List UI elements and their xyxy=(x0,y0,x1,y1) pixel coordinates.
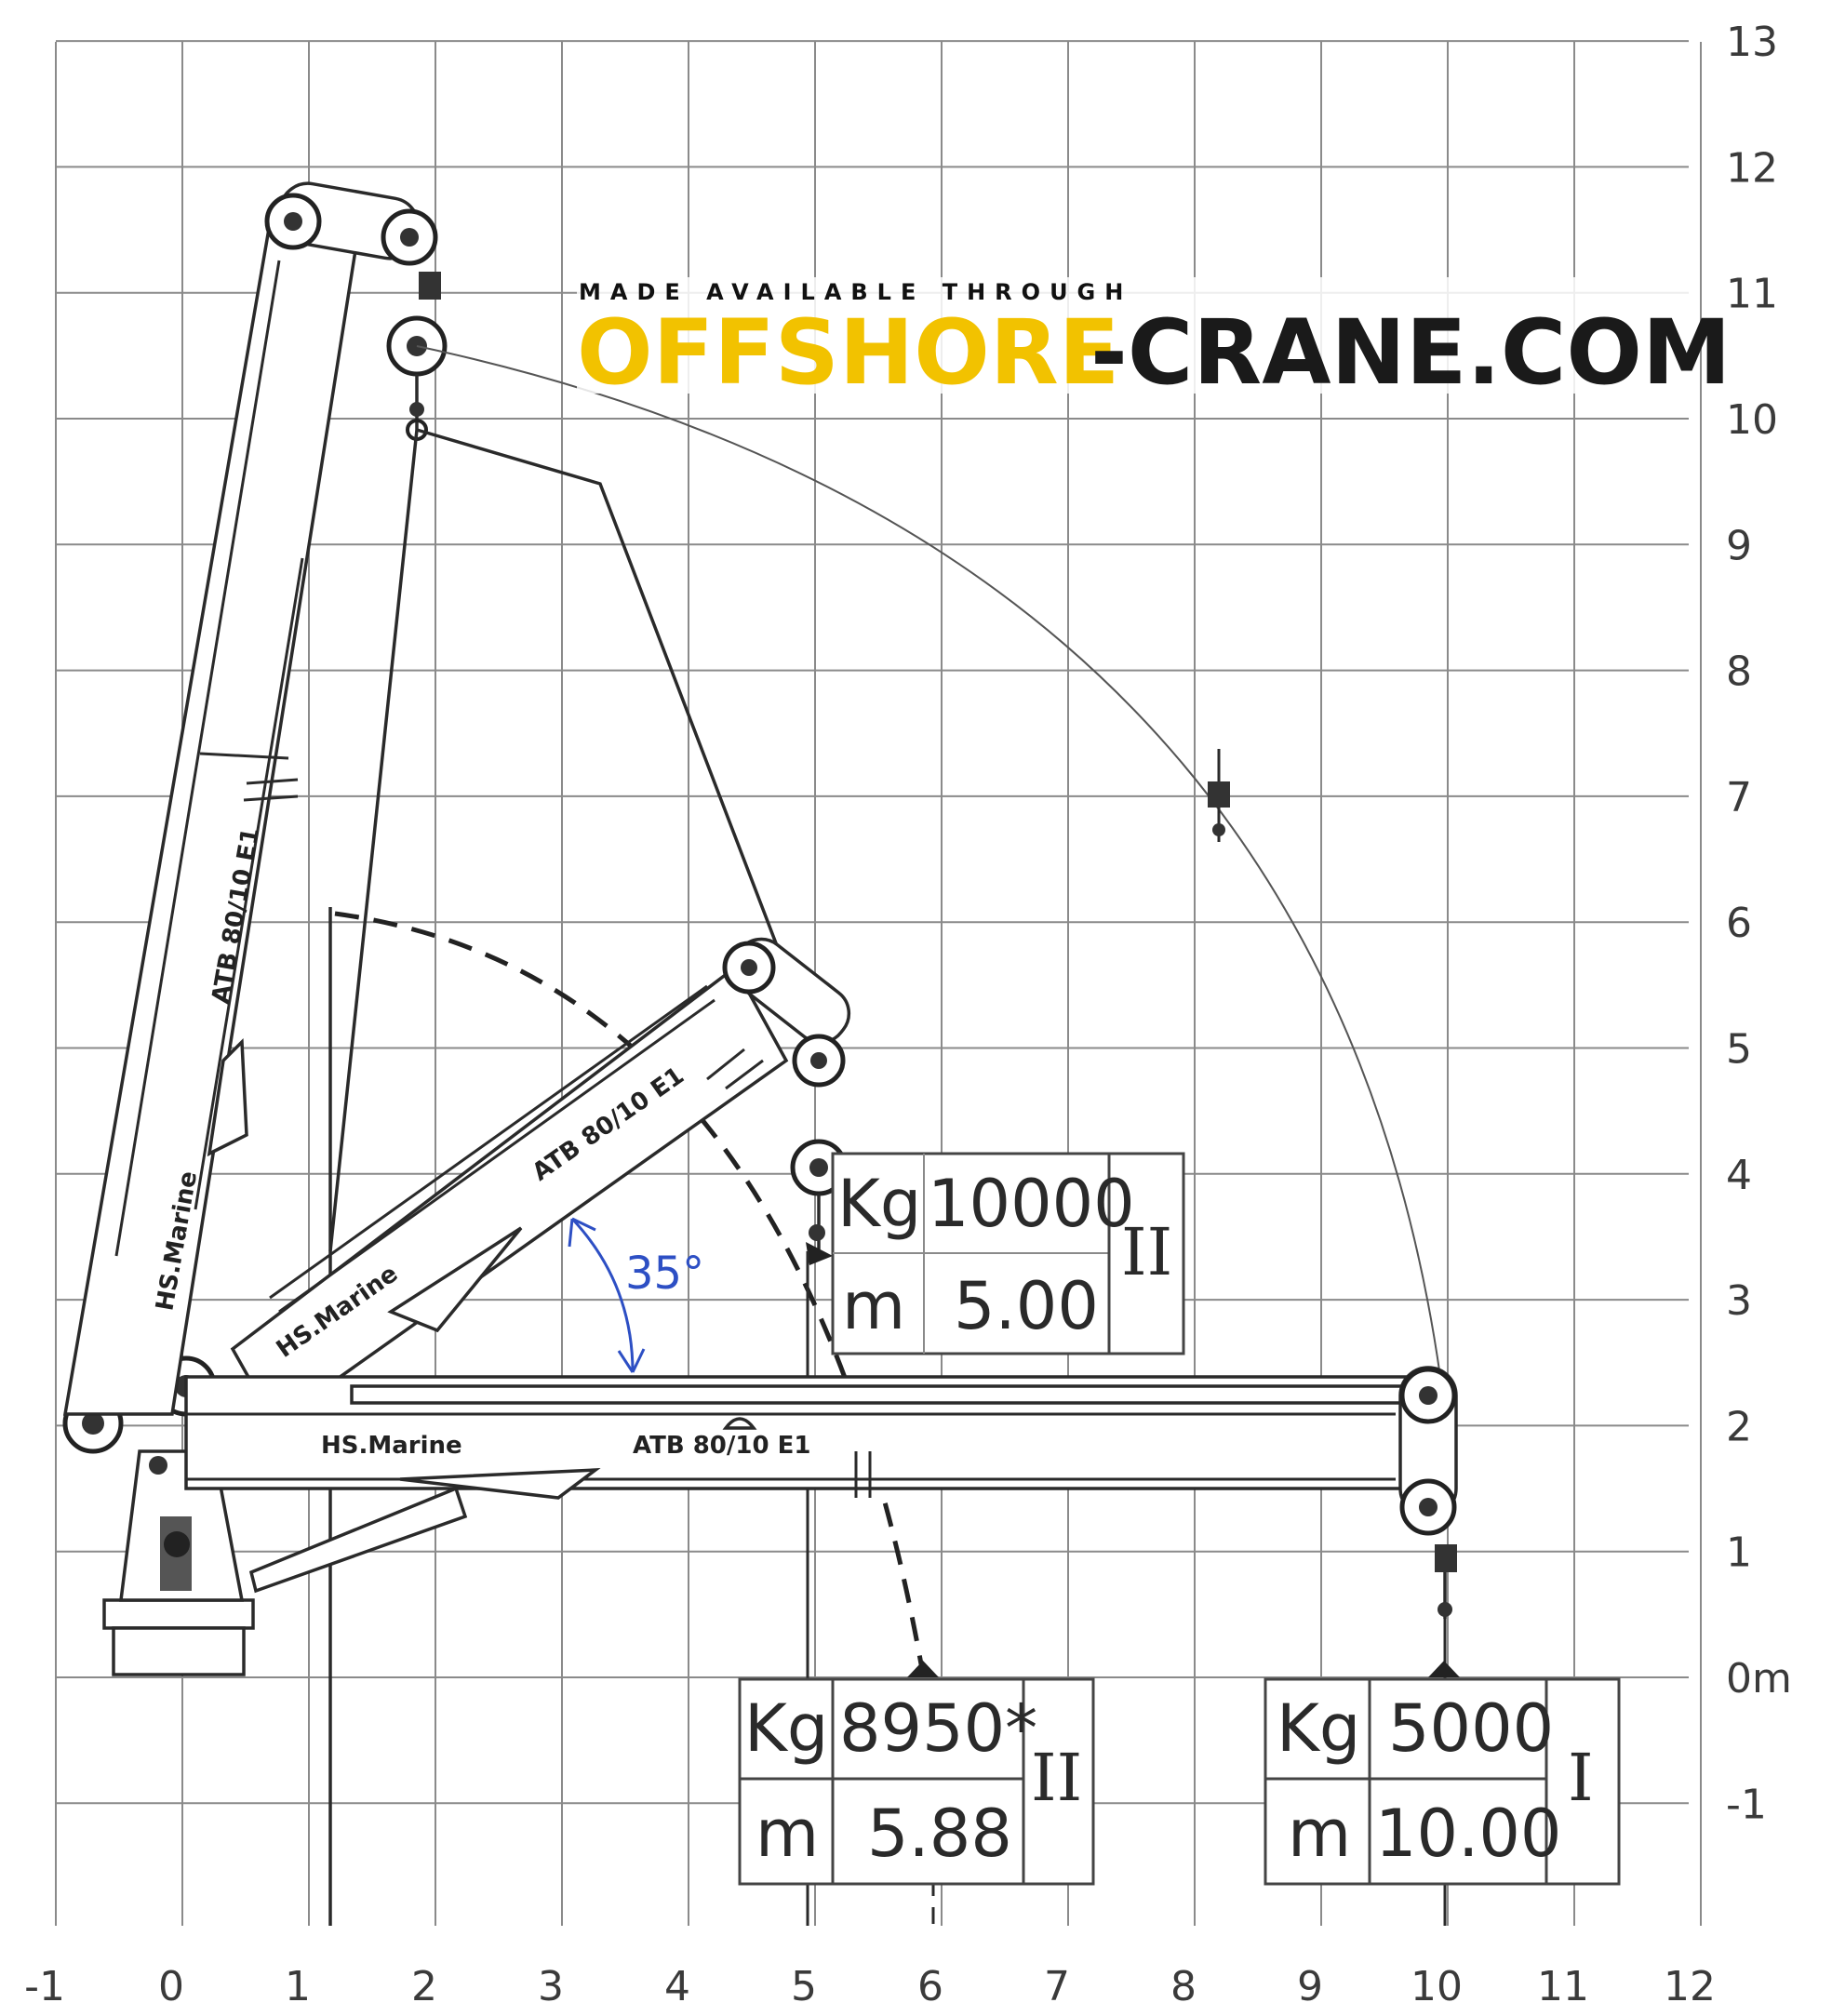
box1-kg-label: Kg xyxy=(837,1166,921,1242)
load-box-ground-10: Kg 5000 m 10.00 I xyxy=(1264,1677,1621,1886)
y-tick-label: 0m xyxy=(1726,1655,1792,1702)
y-tick-label: 8 xyxy=(1726,648,1752,696)
ground-marker-10m xyxy=(1428,1661,1460,1677)
y-tick-label: 1 xyxy=(1726,1529,1752,1577)
box3-kg-label: Kg xyxy=(1277,1690,1360,1767)
watermark-brand-highlight: OFFSHORE xyxy=(577,300,1119,405)
load-boxes: Kg 10000 m 5.00 II Kg 8950* m 5.88 II Kg… xyxy=(738,1152,1621,1886)
x-tick-label: 11 xyxy=(1537,1963,1589,2010)
x-tick-label: 8 xyxy=(1170,1963,1197,2010)
reach-arc-config-i xyxy=(416,345,1441,1378)
x-tick-label: 4 xyxy=(664,1963,690,2010)
y-tick-label: 13 xyxy=(1726,19,1778,66)
hook-intermediate xyxy=(1208,749,1230,842)
boom-horizontal-label: ATB 80/10 E1 xyxy=(633,1432,810,1460)
y-tick-label: 5 xyxy=(1726,1026,1752,1074)
box3-kg-value: 5000 xyxy=(1388,1690,1554,1767)
watermark-top-line: MADE AVAILABLE THROUGH xyxy=(579,279,1132,305)
x-tick-label: 5 xyxy=(791,1963,817,2010)
x-tick-label: 3 xyxy=(538,1963,564,2010)
x-tick-label: 0 xyxy=(158,1963,184,2010)
y-tick-label: -1 xyxy=(1726,1781,1767,1828)
box3-m-value: 10.00 xyxy=(1375,1796,1561,1872)
y-tick-label: 10 xyxy=(1726,396,1778,444)
x-tick-label: 7 xyxy=(1044,1963,1070,2010)
watermark-brand-rest: -CRANE.COM xyxy=(1090,300,1732,405)
rope-upper xyxy=(416,428,811,1032)
y-tick-label: 11 xyxy=(1726,271,1778,318)
y-tick-label: 9 xyxy=(1726,522,1752,569)
y-tick-label: 4 xyxy=(1726,1152,1752,1199)
box1-kg-value: 10000 xyxy=(928,1166,1135,1242)
boom-horizontal-head xyxy=(1398,1366,1458,1619)
box2-m-label: m xyxy=(756,1796,819,1872)
x-tick-label: 6 xyxy=(917,1963,943,2010)
box1-config: II xyxy=(1121,1214,1172,1290)
boom-horizontal: ATB 80/10 E1 HS.Marine xyxy=(184,1375,1450,1594)
angle-text: 35° xyxy=(625,1248,704,1300)
y-tick-label: 3 xyxy=(1726,1277,1752,1325)
y-tick-label: 7 xyxy=(1726,774,1752,821)
y-tick-label: 12 xyxy=(1726,144,1778,192)
load-box-ground-6: Kg 8950* m 5.88 II xyxy=(738,1677,1095,1886)
ground-marker-6m xyxy=(907,1661,939,1677)
box3-m-label: m xyxy=(1288,1796,1351,1872)
box2-m-value: 5.88 xyxy=(867,1796,1012,1872)
box3-config: I xyxy=(1568,1740,1594,1816)
y-tick-label: 6 xyxy=(1726,900,1752,947)
boom-inclined: ATB 80/10 E1 HS.Marine xyxy=(230,965,789,1426)
boom-horizontal-brand: HS.Marine xyxy=(321,1432,462,1460)
box2-kg-value: 8950* xyxy=(839,1690,1037,1767)
box1-m-label: m xyxy=(842,1268,905,1344)
x-tick-label: 10 xyxy=(1411,1963,1463,2010)
x-tick-label: 2 xyxy=(411,1963,437,2010)
x-tick-label: 9 xyxy=(1297,1963,1323,2010)
y-tick-label: 2 xyxy=(1726,1403,1752,1450)
rope-vertical xyxy=(328,429,419,1252)
x-tick-label: 12 xyxy=(1664,1963,1716,2010)
boom-vertical-head xyxy=(264,181,448,441)
load-box-boom-35: Kg 10000 m 5.00 II xyxy=(831,1152,1185,1355)
box2-kg-label: Kg xyxy=(744,1690,828,1767)
box1-m-value: 5.00 xyxy=(954,1268,1099,1344)
box2-config: II xyxy=(1031,1740,1082,1816)
watermark: MADE AVAILABLE THROUGH OFFSHORE -CRANE.C… xyxy=(577,277,1732,405)
x-tick-label: -1 xyxy=(24,1963,65,2010)
x-tick-label: 1 xyxy=(285,1963,311,2010)
angle-annotation: 35° xyxy=(568,1217,704,1373)
